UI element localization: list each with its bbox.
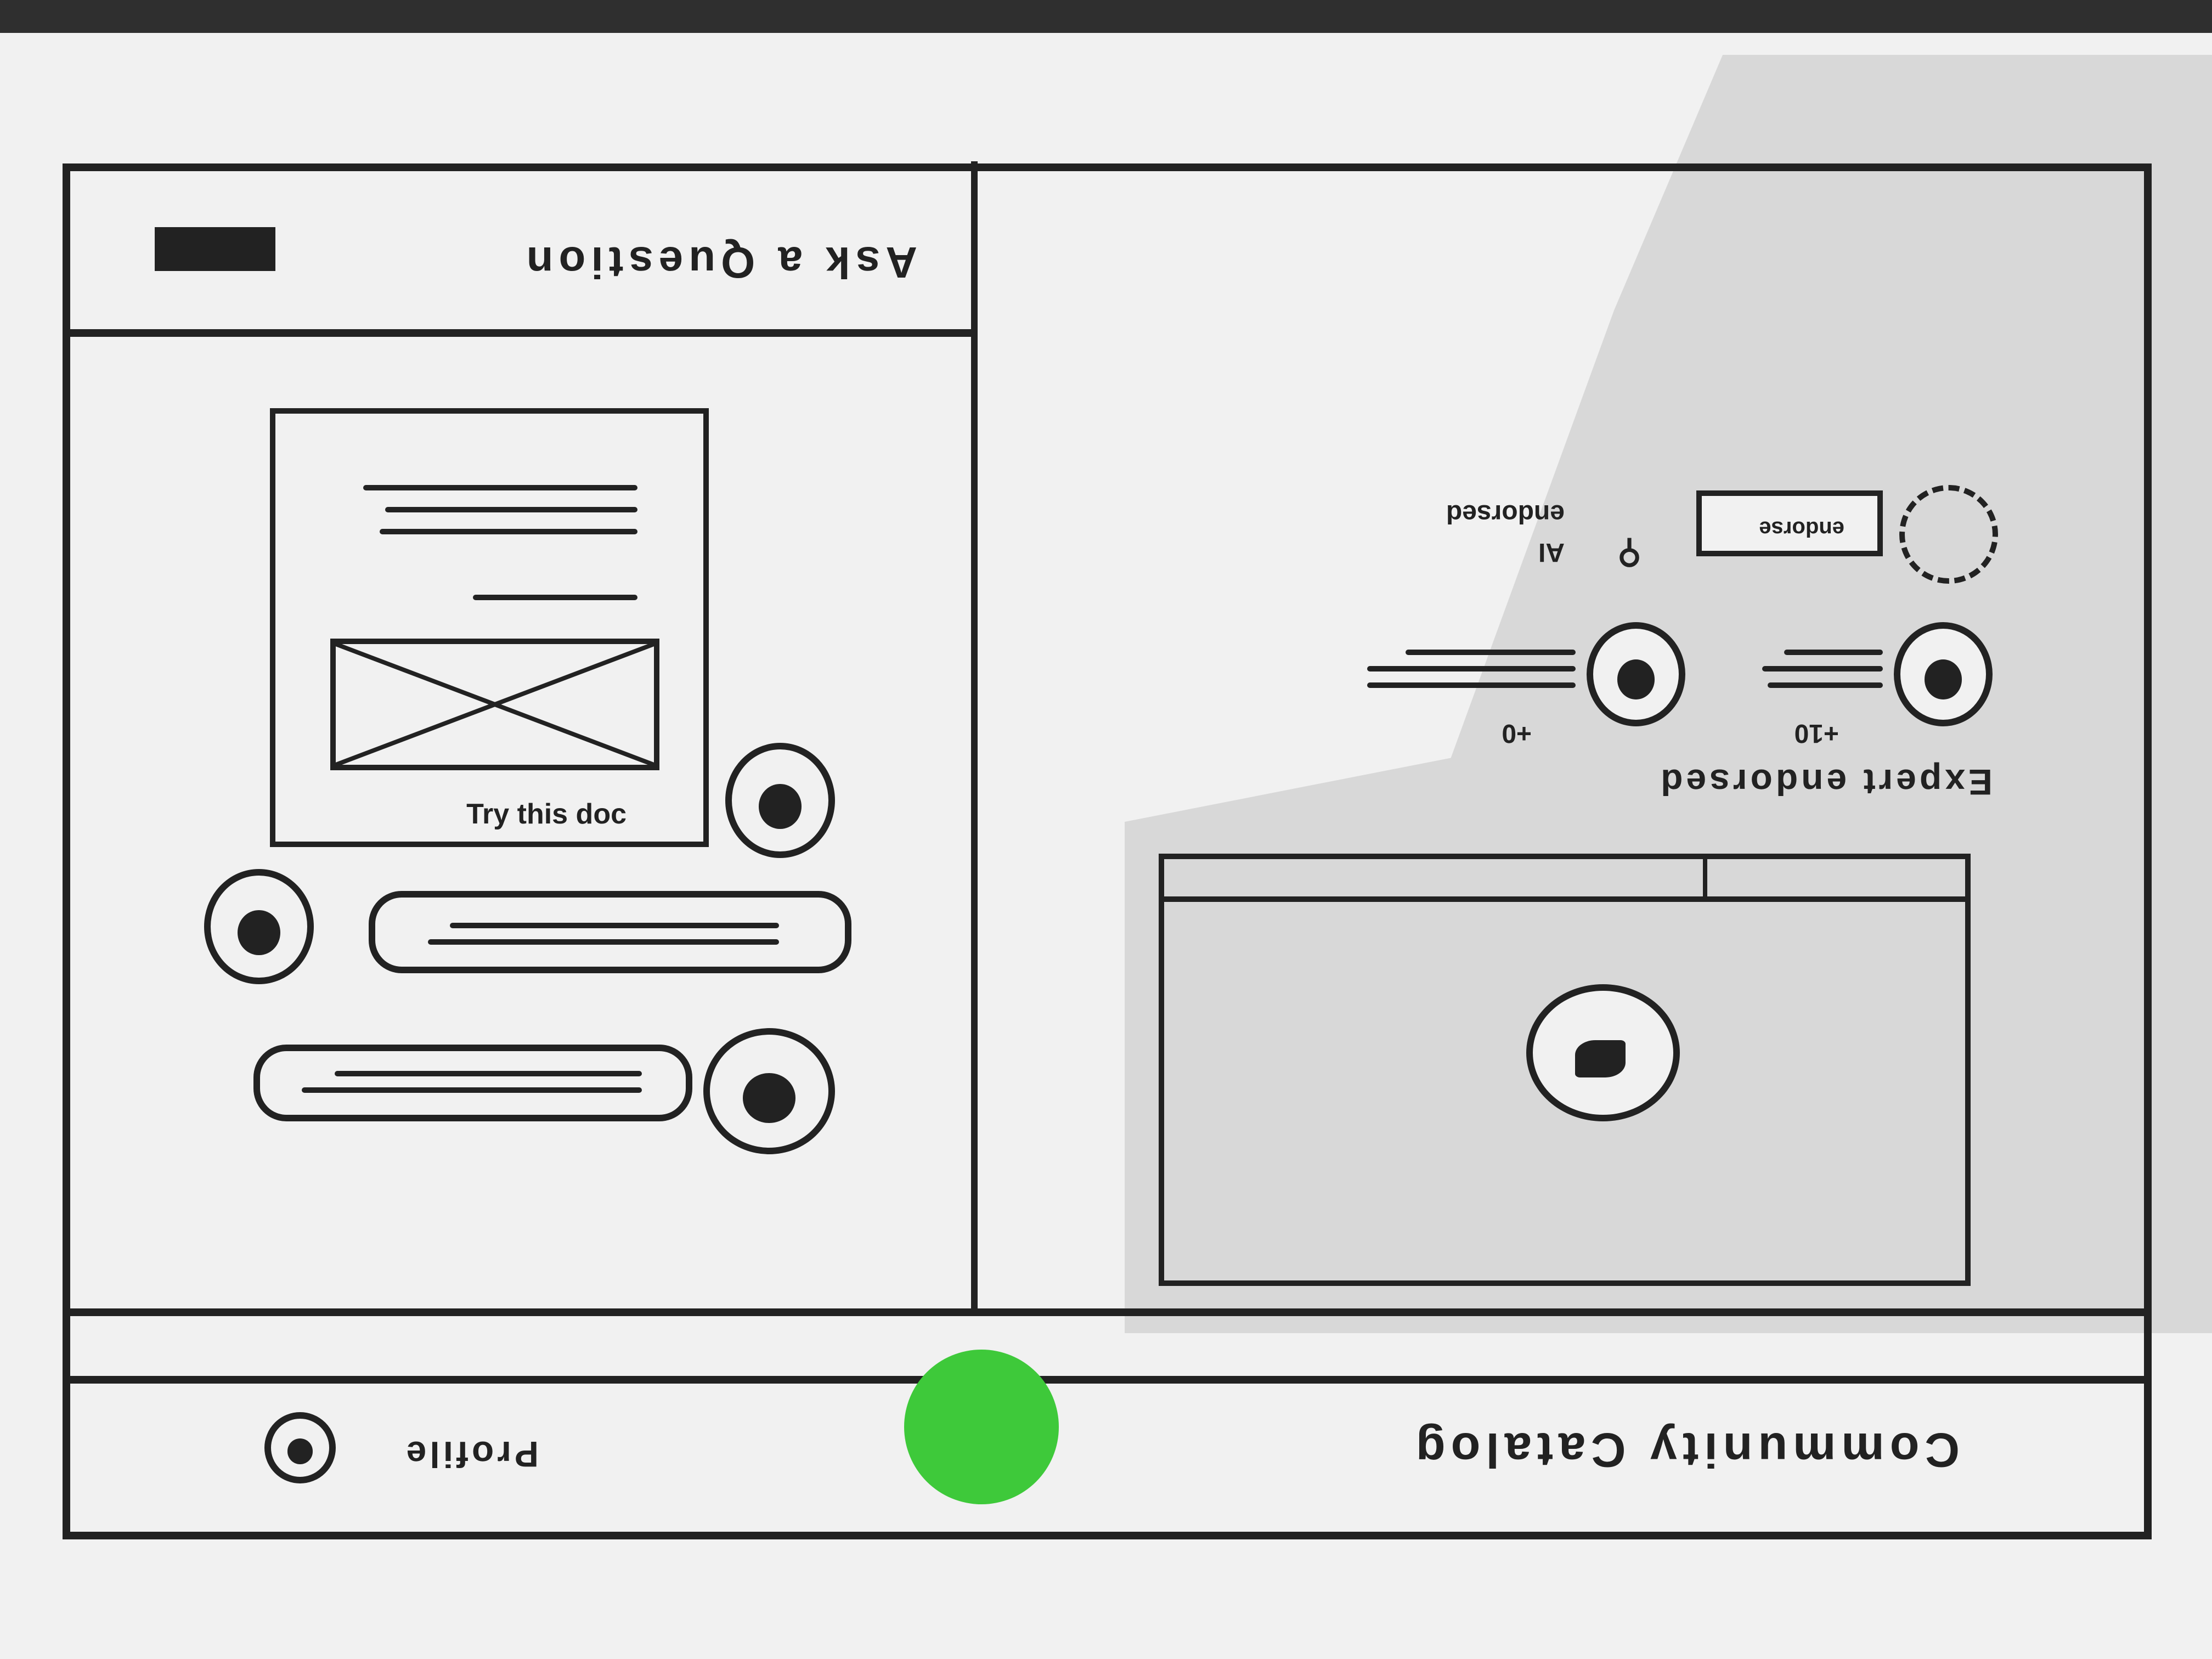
marker-dot bbox=[904, 1350, 1059, 1504]
expert-text-line bbox=[1406, 650, 1576, 655]
doc-text-line bbox=[385, 507, 637, 512]
expert-text-line bbox=[1768, 682, 1883, 688]
chat-avatar-2 bbox=[204, 869, 314, 984]
app-title[interactable]: Community Catalog bbox=[1410, 1423, 1960, 1477]
endorse-button[interactable]: endorse bbox=[1696, 490, 1883, 556]
expert-text-line bbox=[1762, 666, 1883, 672]
collapse-icon[interactable] bbox=[155, 227, 275, 271]
endorsed-label: endorsed bbox=[1446, 499, 1565, 528]
chat-message-1 bbox=[253, 1045, 692, 1121]
expert-text-line bbox=[1367, 682, 1576, 688]
expert-avatar-2[interactable] bbox=[1587, 622, 1685, 726]
video-toolbar-separator bbox=[1703, 858, 1707, 902]
nav-divider bbox=[63, 1376, 2152, 1384]
video-toolbar-divider bbox=[1164, 896, 1965, 902]
expert-score-1: +10 bbox=[1794, 719, 1839, 748]
expert-avatar-1[interactable] bbox=[1894, 622, 1993, 726]
profile-avatar-icon[interactable] bbox=[264, 1412, 336, 1483]
ai-label: AI bbox=[1538, 538, 1565, 567]
expert-text-line bbox=[1367, 666, 1576, 672]
play-button-icon[interactable] bbox=[1526, 984, 1680, 1121]
doc-text-line bbox=[380, 529, 637, 534]
paper-sheet bbox=[0, 33, 2212, 1659]
chat-avatar-3 bbox=[725, 743, 835, 858]
expert-endorsed-heading: Expert endorsed bbox=[1657, 762, 1993, 803]
expert-score-2: +0 bbox=[1502, 719, 1532, 748]
doc-image-placeholder bbox=[330, 639, 659, 770]
expert-text-line bbox=[1784, 650, 1883, 655]
app-frame bbox=[63, 163, 2152, 1539]
doc-text-line bbox=[473, 595, 637, 600]
content-divider bbox=[63, 1308, 2152, 1316]
chat-avatar-1 bbox=[703, 1028, 835, 1154]
doc-card[interactable]: Try this doc bbox=[270, 408, 709, 847]
chat-message-2 bbox=[369, 891, 851, 973]
add-endorser-icon[interactable] bbox=[1899, 485, 1998, 584]
video-preview[interactable] bbox=[1159, 854, 1971, 1286]
ask-panel-title: Ask a Question bbox=[521, 238, 917, 287]
ai-endorsed-icon: ⚲ bbox=[1617, 535, 1641, 572]
profile-link[interactable]: Profile bbox=[403, 1434, 539, 1475]
doc-card-caption: Try this doc bbox=[466, 798, 627, 830]
ask-panel-header-divider bbox=[63, 329, 978, 337]
doc-text-line bbox=[363, 485, 637, 490]
image-placeholder-icon bbox=[335, 642, 655, 767]
